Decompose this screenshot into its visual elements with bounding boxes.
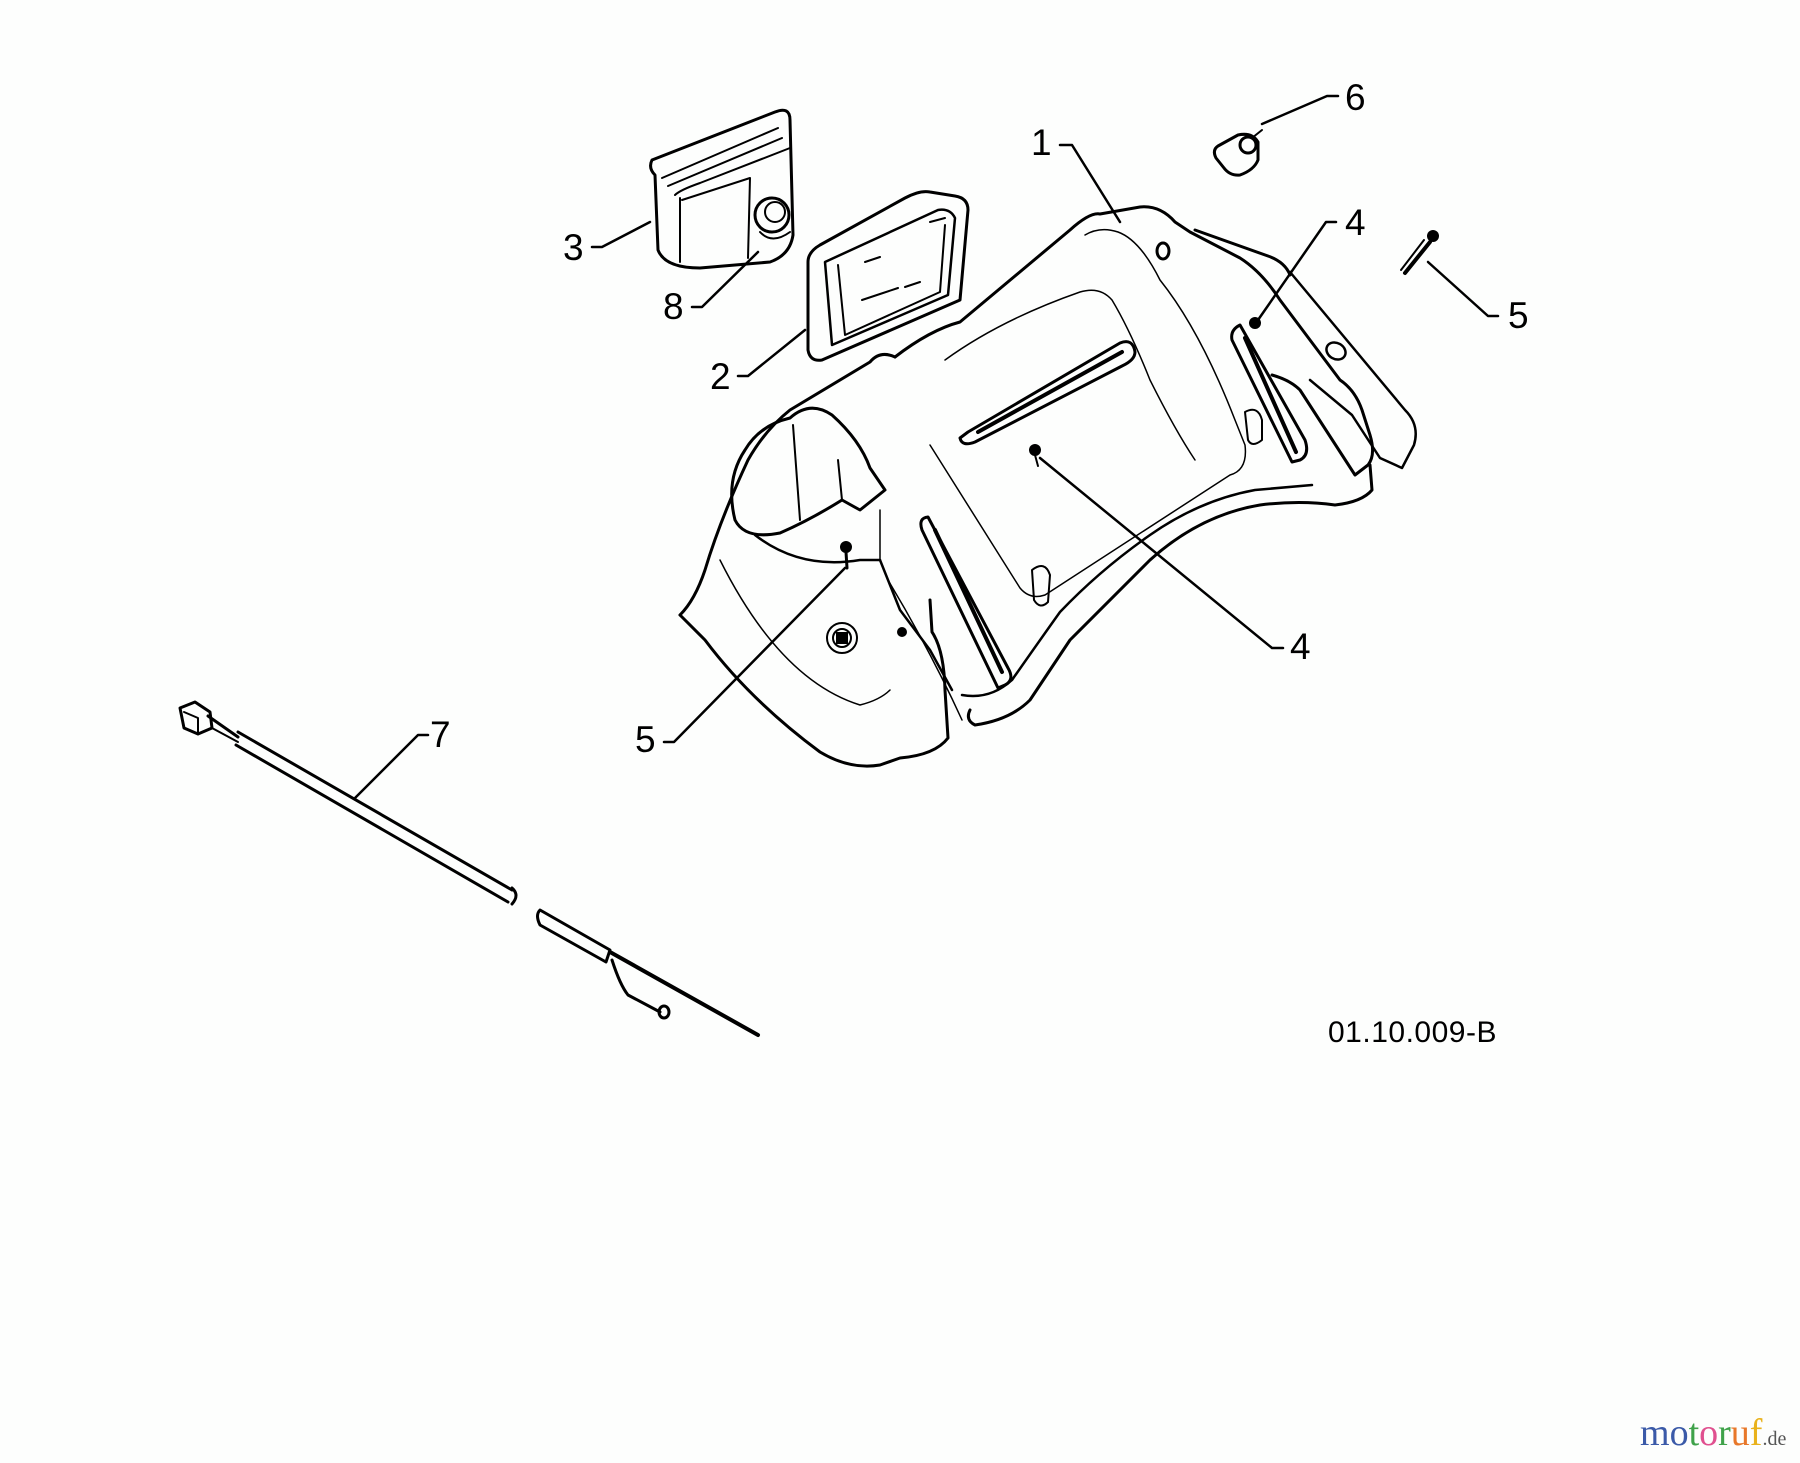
- knob-part: [1212, 129, 1263, 177]
- cable-part: [178, 700, 760, 1037]
- lamp-frame-part: [806, 190, 970, 362]
- logo-letter: t: [1688, 1412, 1700, 1454]
- logo-letter: u: [1730, 1412, 1750, 1454]
- leader-lines: [353, 94, 1500, 800]
- leader-3: [590, 220, 652, 249]
- logo-letter: m: [1640, 1412, 1670, 1454]
- logo-letter: f: [1749, 1412, 1763, 1454]
- logo-letter: o: [1699, 1412, 1719, 1454]
- leader-7: [353, 733, 430, 800]
- leader-6: [1260, 94, 1340, 126]
- logo-letter: r: [1718, 1412, 1731, 1454]
- leader-4-upper: [1256, 220, 1338, 322]
- callout-3: 3: [563, 227, 584, 268]
- motoruf-logo[interactable]: motoruf.de: [1640, 1414, 1786, 1452]
- leader-5-right: [1426, 260, 1500, 318]
- pin-right-part: [1400, 230, 1439, 275]
- callout-2: 2: [710, 356, 731, 397]
- callout-4-upper: 4: [1345, 202, 1366, 243]
- leader-2: [736, 328, 807, 378]
- leader-8: [690, 250, 760, 309]
- callout-1: 1: [1031, 122, 1052, 163]
- callout-4-lower: 4: [1290, 626, 1311, 667]
- logo-letter: o: [1669, 1412, 1689, 1454]
- callout-5-right: 5: [1508, 295, 1529, 336]
- diagram-code: 01.10.009-B: [1328, 1016, 1497, 1049]
- callout-7: 7: [430, 714, 451, 755]
- leader-1: [1058, 143, 1122, 224]
- callout-5-left: 5: [635, 719, 656, 760]
- headlamp-part: [649, 108, 795, 270]
- hood-part: [678, 205, 1417, 768]
- leader-5-left: [662, 566, 847, 744]
- callout-8: 8: [663, 286, 684, 327]
- callout-6: 6: [1345, 77, 1366, 118]
- logo-tld: .de: [1762, 1428, 1787, 1450]
- leader-4-lower: [1038, 456, 1285, 650]
